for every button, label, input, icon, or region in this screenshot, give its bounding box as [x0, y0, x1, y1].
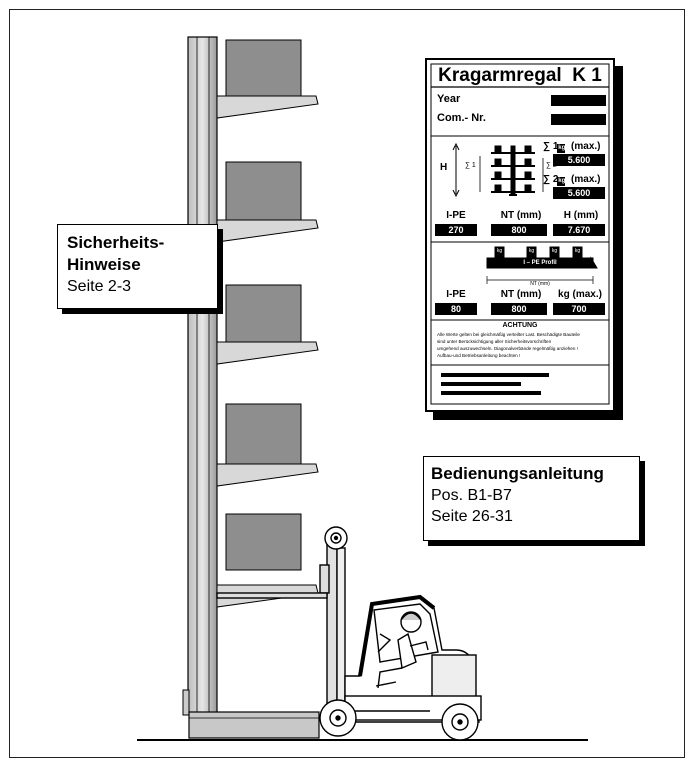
rack-column	[182, 36, 320, 739]
manual-positions: Pos. B1-B7	[431, 487, 512, 504]
row2-header-nt: NT (mm)	[500, 289, 542, 300]
beam-kg-3: kg	[551, 248, 558, 254]
warning-line-4: Aufbau-und Betriebsanleitung beachten !	[437, 353, 521, 358]
row1-value-nt: 800	[491, 224, 547, 236]
row1-header-h: H (mm)	[563, 210, 599, 221]
cantilever-arms	[216, 39, 319, 608]
row1-value-ipe: 270	[435, 224, 477, 236]
drawing-frame	[9, 9, 685, 758]
max2-label: (max.)	[571, 174, 601, 185]
operating-manual-callout: Bedienungsanleitung Pos. B1-B7 Seite 26-…	[423, 456, 640, 541]
sum1-inner-label: ∑ 1	[465, 162, 476, 169]
max1-value: 5.600	[553, 154, 605, 166]
arm-level-1	[216, 39, 319, 119]
load-capacity-sign: Kragarmregal K 1 Year Com.- Nr. H ∑ 1 ∑ …	[425, 58, 615, 412]
forklift	[216, 526, 482, 741]
row2-value-nt: 800	[491, 303, 547, 315]
warning-line-2: sind unter Berücksichtigung aller Sicher…	[437, 339, 552, 344]
arm-level-3	[216, 284, 319, 365]
safety-instructions-callout: Sicherheits- Hinweise Seite 2-3	[57, 224, 218, 309]
row2-value-kg: 700	[553, 303, 605, 315]
warning-text: Alle Werte gelten bei gleichmäßig vertei…	[437, 331, 609, 359]
safety-title-line1: Sicherheits-	[67, 233, 165, 252]
row2-header-kg: kg (max.)	[558, 289, 602, 300]
sign-title: Kragarmregal K 1	[433, 64, 607, 87]
kg-icon-1: kg	[558, 145, 566, 151]
sign-title-text: Kragarmregal	[438, 65, 562, 86]
comnr-label: Com.- Nr.	[437, 112, 486, 124]
row2-header-ipe: I-PE	[446, 289, 466, 300]
sum2-label: ∑ 2 kg (max.)	[543, 174, 601, 185]
safety-title-line2: Hinweise	[67, 255, 141, 274]
beam-profile-label: I – PE Profil	[523, 260, 557, 266]
manual-pages: Seite 26-31	[431, 508, 513, 525]
year-label: Year	[437, 93, 461, 105]
row1-header-ipe: I-PE	[446, 210, 466, 221]
max1-label: (max.)	[571, 141, 601, 152]
row1-header-nt: NT (mm)	[500, 210, 542, 221]
sum2-inner-label: ∑ 2	[546, 162, 557, 169]
safety-pages: Seite 2-3	[67, 278, 132, 295]
sum1-sym: ∑ 1	[543, 141, 559, 152]
sum2-sym: ∑ 2	[543, 174, 559, 185]
warning-title: ACHTUNG	[502, 322, 538, 329]
warning-line-3: umgehend auszuwechseln. Diagonalverbände…	[437, 346, 578, 351]
sign-code: K 1	[572, 65, 602, 86]
sum1-label: ∑ 1 kg (max.)	[543, 141, 601, 152]
warning-line-1: Alle Werte gelten bei gleichmäßig vertei…	[437, 332, 580, 337]
beam-kg-2: kg	[528, 248, 535, 254]
row2-value-ipe: 80	[435, 303, 477, 315]
mini-rack-diagram	[452, 142, 544, 198]
comnr-value-box	[551, 114, 606, 125]
manual-title: Bedienungsanleitung	[431, 464, 604, 483]
beam-kg-4: kg	[574, 248, 581, 254]
beam-diagram	[486, 246, 598, 284]
arm-level-4	[216, 403, 319, 487]
arm-level-2	[216, 161, 319, 243]
beam-kg-1: kg	[496, 248, 503, 254]
height-symbol: H	[440, 162, 448, 173]
nt-dimension-label: NT (mm)	[530, 281, 550, 287]
max2-value: 5.600	[553, 187, 605, 199]
year-value-box	[551, 95, 606, 106]
kg-icon-2: kg	[558, 178, 566, 184]
row1-value-h: 7.670	[553, 224, 605, 236]
